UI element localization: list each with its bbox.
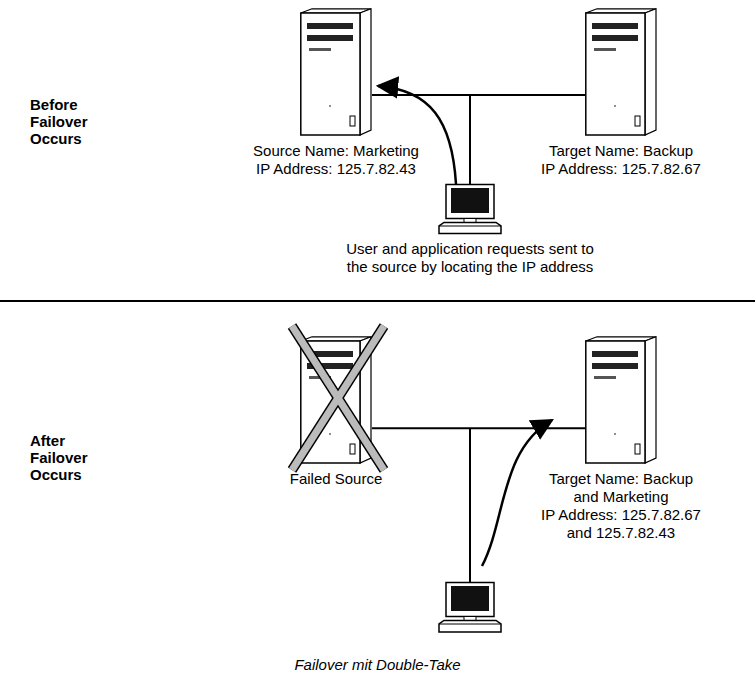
server-tower [585, 336, 657, 464]
node-texts: Failed Source [290, 470, 383, 488]
node-text: IP Address: 125.7.82.43 [253, 160, 419, 178]
node-text: IP Address: 125.7.82.67 [541, 160, 701, 178]
node-text: User and application requests sent to th… [341, 240, 599, 276]
node-text: Target Name: Backup and Marketing [537, 470, 705, 506]
network-line [372, 427, 585, 429]
server-tower [585, 8, 657, 136]
node-texts: Target Name: Backup and MarketingIP Addr… [537, 470, 705, 542]
node-texts: Target Name: BackupIP Address: 125.7.82.… [541, 142, 701, 178]
separator-line [0, 300, 755, 302]
server-tower [300, 8, 372, 136]
node-text: IP Address: 125.7.82.67 and 125.7.82.43 [537, 506, 705, 542]
phase-label: Before Failover Occurs [30, 96, 88, 147]
request-arrow [482, 420, 552, 566]
network-line [372, 94, 585, 96]
server-node: Source Name: MarketingIP Address: 125.7.… [300, 8, 372, 136]
server-node: Target Name: Backup and MarketingIP Addr… [585, 336, 657, 464]
network-drop [469, 95, 471, 184]
phase-label: After Failover Occurs [30, 432, 88, 483]
node-text: Target Name: Backup [541, 142, 701, 160]
node-text: Failed Source [290, 470, 383, 488]
node-texts: Source Name: MarketingIP Address: 125.7.… [253, 142, 419, 178]
client-computer [439, 583, 501, 633]
server-node: Target Name: BackupIP Address: 125.7.82.… [585, 8, 657, 136]
node-text: Source Name: Marketing [253, 142, 419, 160]
client-computer [438, 184, 502, 234]
client-node: User and application requests sent to th… [438, 184, 502, 234]
figure-caption: Failover mit Double-Take [0, 656, 755, 673]
node-texts: User and application requests sent to th… [341, 240, 599, 276]
network-drop [469, 428, 471, 582]
